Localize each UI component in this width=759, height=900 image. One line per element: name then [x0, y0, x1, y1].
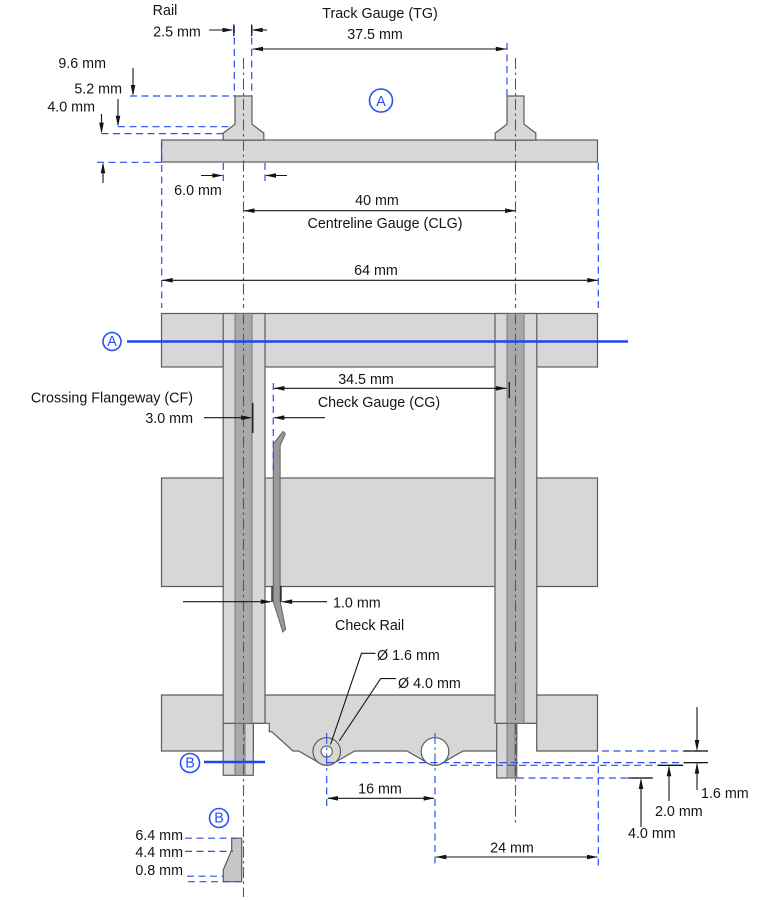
foot-width-dim: 6.0 mm [174, 183, 222, 199]
section-b-letter: B [214, 811, 224, 827]
centreline-gauge-label: Centreline Gauge (CLG) [308, 216, 463, 232]
left-rail-profile [222, 95, 265, 141]
large-hole-dia-dim: Ø 4.0 mm [398, 676, 461, 692]
dimension-lines [99, 24, 708, 860]
overall-width-dim: 64 mm [354, 263, 398, 279]
track-gauge-label: Track Gauge (TG) [322, 6, 437, 22]
hole-spacing-dim: 16 mm [358, 782, 402, 798]
check-rail-dim: 1.0 mm [333, 596, 381, 612]
rail-end-stubs [222, 722, 518, 779]
cross-section-view [160, 95, 599, 163]
extension-lines [97, 26, 707, 883]
crossing-flangeway-label: Crossing Flangeway (CF) [31, 391, 193, 407]
leader-small-hole [329, 652, 376, 745]
rail-end-mid-dim: 4.4 mm [135, 845, 183, 861]
crossing-flangeway-dim: 3.0 mm [145, 411, 193, 427]
rail-height-dim: 9.6 mm [58, 56, 106, 72]
check-gauge-label: Check Gauge (CG) [318, 395, 440, 411]
right-rail-head [506, 313, 525, 724]
centreline-gauge-dim: 40 mm [355, 193, 399, 209]
right-rail-profile [494, 95, 537, 141]
section-b-letter: B [185, 756, 195, 772]
leader-large-hole [338, 678, 396, 742]
small-hole-dia-dim: Ø 1.6 mm [377, 648, 440, 664]
section-a-bubble [102, 331, 122, 352]
check-gauge-dim: 34.5 mm [338, 372, 394, 388]
section-a-letter: A [376, 94, 386, 110]
left-rail-head [234, 313, 253, 724]
section-a-bubble [368, 88, 394, 113]
foot-depth-dim: 4.0 mm [47, 100, 95, 116]
depth-1-6-dim: 1.6 mm [701, 786, 749, 802]
rail-width-dim: 2.5 mm [153, 25, 201, 41]
rail-end-profile-bb [222, 837, 243, 883]
rail-end-height-dim: 6.4 mm [135, 828, 183, 844]
section-b-bubble [179, 752, 201, 774]
labels: Rail 2.5 mm Track Gauge (TG) 37.5 mm 9.6… [31, 3, 749, 879]
rail-label: Rail [153, 3, 178, 19]
section-b-bubble [208, 807, 230, 829]
centrelines [242, 58, 517, 897]
rail-end-base-dim: 0.8 mm [135, 863, 183, 879]
depth-4-0-dim: 4.0 mm [628, 826, 676, 842]
section-markers: A A B B [102, 88, 628, 829]
check-rail-label: Check Rail [335, 618, 404, 634]
section-a-letter: A [107, 334, 117, 350]
head-depth-dim: 5.2 mm [74, 82, 122, 98]
check-rail [272, 430, 287, 633]
right-rail-stub-head [506, 722, 516, 779]
hole-edge-offset-dim: 24 mm [490, 841, 534, 857]
depth-2-0-dim: 2.0 mm [655, 804, 703, 820]
track-gauge-dim: 37.5 mm [347, 27, 403, 43]
sleeper-cross-section [160, 139, 599, 163]
